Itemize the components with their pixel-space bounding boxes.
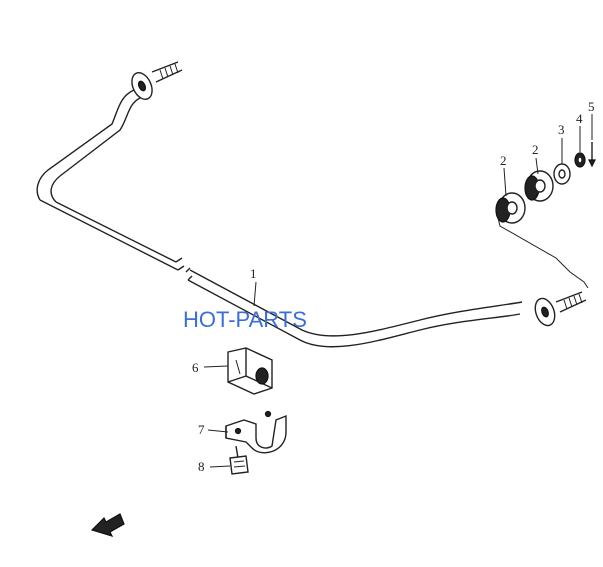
stabilizer-bar	[36, 61, 587, 348]
callout-3: 3	[558, 122, 565, 137]
pin	[588, 142, 596, 168]
callout-6: 6	[192, 360, 199, 375]
callout-2-a: 2	[500, 153, 507, 168]
bolt	[229, 445, 249, 475]
bushing-a	[495, 192, 526, 224]
bar-right-threaded-end	[534, 291, 587, 327]
bracket	[225, 410, 287, 454]
front-direction-arrow	[90, 513, 125, 537]
callout-8: 8	[198, 459, 205, 474]
assembly-guide-line	[497, 217, 589, 289]
bushing-b	[524, 170, 554, 202]
callout-4: 4	[576, 111, 583, 126]
callout-2-b: 2	[532, 142, 539, 157]
leader-lines	[203, 114, 593, 468]
watermark-text: HOT-PARTS	[183, 307, 307, 332]
callout-1: 1	[250, 266, 257, 281]
washer-small	[574, 152, 586, 168]
callout-5: 5	[588, 99, 595, 114]
callout-7: 7	[198, 422, 205, 437]
washer-large	[553, 163, 571, 185]
bar-left-threaded-end	[131, 61, 183, 100]
mount-bushing	[227, 347, 273, 395]
